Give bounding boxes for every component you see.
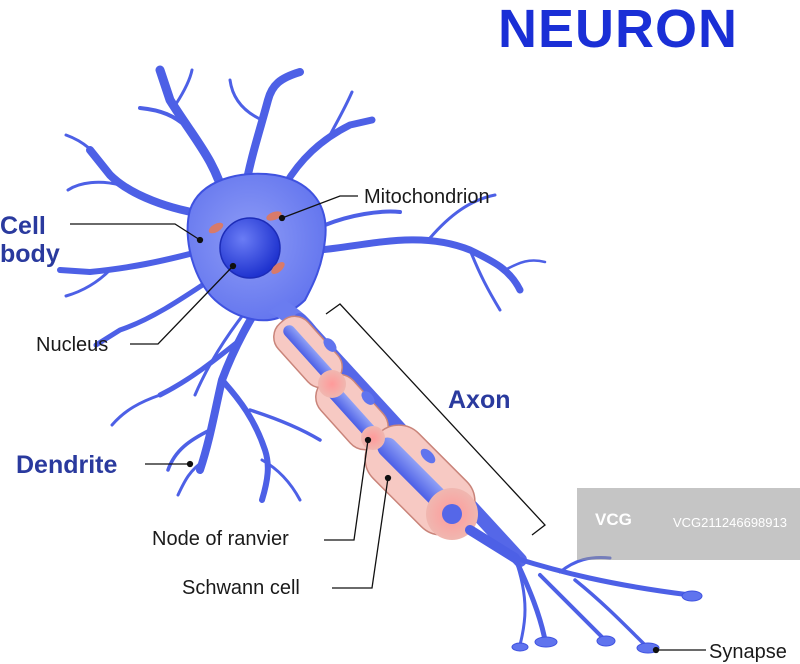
watermark-logo: VCG (595, 510, 632, 529)
leader-nucleus (130, 265, 234, 345)
dendrites (57, 65, 547, 348)
label-cell-body-line2: body (0, 240, 60, 268)
label-nucleus: Nucleus (36, 334, 109, 356)
mitochondrion (208, 222, 224, 234)
axon-bracket (325, 303, 546, 536)
node-of-ranvier (318, 370, 346, 398)
node-of-ranvier (361, 426, 385, 450)
mitochondrion (271, 262, 285, 274)
axon-terminals (465, 525, 693, 647)
myelin-sheaths (273, 315, 478, 540)
leader-node (324, 439, 369, 541)
leader-schwann (332, 477, 389, 589)
label-synapse: Synapse (709, 641, 787, 663)
page-title: NEURON (498, 0, 739, 59)
label-axon: Axon (448, 386, 511, 414)
leader-lines (70, 195, 706, 654)
label-schwann-cell: Schwann cell (182, 577, 300, 599)
mitochondrion (266, 211, 282, 221)
label-cell-body: Cell body (0, 212, 60, 268)
leader-cell-body (70, 223, 201, 241)
watermark-text: VCG211246698913 (673, 515, 787, 530)
watermark: VCG VCG211246698913 (577, 488, 800, 560)
label-dendrite: Dendrite (16, 451, 118, 479)
label-cell-body-line1: Cell (0, 212, 46, 240)
label-mitochondrion: Mitochondrion (364, 186, 490, 208)
leader-mitochondrion (281, 195, 358, 219)
nucleus (219, 217, 281, 279)
label-node-of-ranvier: Node of ranvier (152, 528, 289, 550)
